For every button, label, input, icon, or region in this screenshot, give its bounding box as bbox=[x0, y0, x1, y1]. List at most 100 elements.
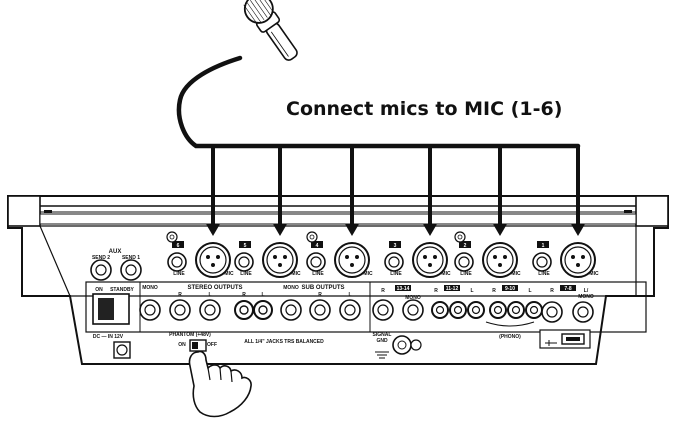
xlr-pin bbox=[211, 263, 215, 267]
ground-screw bbox=[410, 339, 422, 351]
aux-send1-label: SEND 1 bbox=[122, 255, 140, 261]
sub-l-label: L bbox=[348, 292, 351, 298]
rca-input-jack-inner bbox=[493, 305, 503, 315]
xlr-pin bbox=[576, 263, 580, 267]
mic-arrow-head bbox=[493, 224, 507, 236]
rca-jack-inner bbox=[258, 305, 268, 315]
channel-number-box bbox=[389, 241, 401, 248]
left-side-handle bbox=[7, 195, 41, 227]
aux-jack-inner bbox=[95, 264, 107, 276]
stereo-in-jack-inner bbox=[546, 306, 558, 318]
line-jack-inner bbox=[238, 256, 250, 268]
phantom-off-label: OFF bbox=[207, 342, 217, 348]
dc-in-socket-hole bbox=[116, 344, 128, 356]
stereo-mono-label: MONO bbox=[142, 285, 158, 291]
xlr-mic-connector-inner bbox=[486, 246, 514, 274]
xlr-mic-connector-inner bbox=[564, 246, 592, 274]
channel-number: 1 bbox=[542, 243, 545, 249]
power-switch-rocker bbox=[98, 298, 114, 320]
stereo-outputs-title: STEREO OUTPUTS bbox=[187, 285, 242, 291]
ground-symbol-icon bbox=[375, 351, 389, 359]
xlr-pin bbox=[216, 255, 220, 259]
xlr-pin bbox=[493, 255, 497, 259]
line-label: LINE bbox=[460, 271, 472, 277]
screw-icon-center bbox=[309, 234, 315, 240]
rca-r-label: R bbox=[492, 288, 496, 294]
output-jack-inner bbox=[204, 304, 216, 316]
xlr-pin bbox=[498, 263, 502, 267]
microphone-grille-line bbox=[246, 2, 262, 23]
phono-label: (PHONO) bbox=[499, 334, 521, 340]
phantom-switch-slider bbox=[192, 342, 198, 349]
microphone-grille-line bbox=[250, 0, 265, 21]
rca-r-label: R bbox=[434, 288, 438, 294]
line-label: LINE bbox=[390, 271, 402, 277]
phantom-title: PHANTOM (+48V) bbox=[169, 332, 211, 338]
lower-panel-frame bbox=[85, 281, 647, 333]
xlr-pin bbox=[433, 255, 437, 259]
rca-l-label: L bbox=[528, 288, 531, 294]
xlr-pin bbox=[350, 263, 354, 267]
mic-arrow-head bbox=[423, 224, 437, 236]
channel-number: 11-12 bbox=[446, 286, 459, 292]
aux-jack-inner bbox=[125, 264, 137, 276]
diagram-caption: Connect mics to MIC (1-6) bbox=[286, 98, 563, 120]
hand-finger-lines bbox=[207, 367, 233, 383]
pointing-hand-icon bbox=[188, 350, 252, 418]
stereo-in-mono-label: MONO bbox=[405, 295, 421, 301]
mic-arrow-head bbox=[345, 224, 359, 236]
microphone-highlight bbox=[270, 31, 289, 57]
hand-outline bbox=[188, 350, 252, 418]
rca-input-jack-inner bbox=[435, 305, 445, 315]
stereo-in-l-mono-label: L/ bbox=[584, 288, 589, 294]
channel-number: 9-10 bbox=[505, 286, 515, 292]
xlr-mic-connector-inner bbox=[266, 246, 294, 274]
microphone-icon bbox=[243, 0, 298, 61]
line-label: LINE bbox=[240, 271, 252, 277]
sub-r-label: R bbox=[318, 292, 322, 298]
upper-panel-outline bbox=[39, 225, 637, 297]
stereo-rca-l-label: L bbox=[261, 292, 264, 298]
gnd-label: GND bbox=[376, 338, 388, 344]
xlr-pin bbox=[273, 255, 277, 259]
mic-label: MIC bbox=[441, 271, 451, 277]
mic-label: MIC bbox=[224, 271, 234, 277]
left-slot bbox=[44, 210, 52, 213]
sub-output-jack-inner bbox=[314, 304, 326, 316]
mic-label: MIC bbox=[589, 271, 599, 277]
channel-number-box bbox=[311, 241, 323, 248]
channel-number-box bbox=[537, 241, 549, 248]
stereo-l-label: L bbox=[208, 292, 211, 298]
sub-mono-label: MONO bbox=[283, 285, 299, 291]
xlr-pin bbox=[206, 255, 210, 259]
usb-symbol-icon bbox=[545, 340, 557, 346]
xlr-pin bbox=[503, 255, 507, 259]
xlr-mic-connector-inner bbox=[199, 246, 227, 274]
channel-number: 7-8 bbox=[564, 286, 571, 292]
stereo-in-r-label: R bbox=[381, 288, 385, 294]
mic-cable bbox=[176, 55, 581, 149]
channel-number: 2 bbox=[464, 243, 467, 249]
rca-l-label: L bbox=[470, 288, 473, 294]
phantom-on-label: ON bbox=[178, 342, 186, 348]
microphone-grille-line bbox=[243, 4, 258, 25]
right-side-handle bbox=[635, 195, 669, 227]
xlr-pin bbox=[581, 255, 585, 259]
channel-number-box bbox=[444, 285, 460, 291]
line-jack-inner bbox=[536, 256, 548, 268]
phono-bracket bbox=[485, 321, 535, 327]
stereo-in-jack-inner bbox=[577, 306, 589, 318]
xlr-pin bbox=[278, 263, 282, 267]
mic-label: MIC bbox=[511, 271, 521, 277]
output-jack-inner bbox=[144, 304, 156, 316]
stereo-in-r-label: R bbox=[550, 288, 554, 294]
xlr-pin bbox=[571, 255, 575, 259]
mic-label: MIC bbox=[363, 271, 373, 277]
mic-arrow-head bbox=[273, 224, 287, 236]
line-jack-inner bbox=[388, 256, 400, 268]
sub-outputs-title: SUB OUTPUTS bbox=[301, 285, 344, 291]
channel-number-box bbox=[502, 285, 518, 291]
rca-input-jack-inner bbox=[471, 305, 481, 315]
